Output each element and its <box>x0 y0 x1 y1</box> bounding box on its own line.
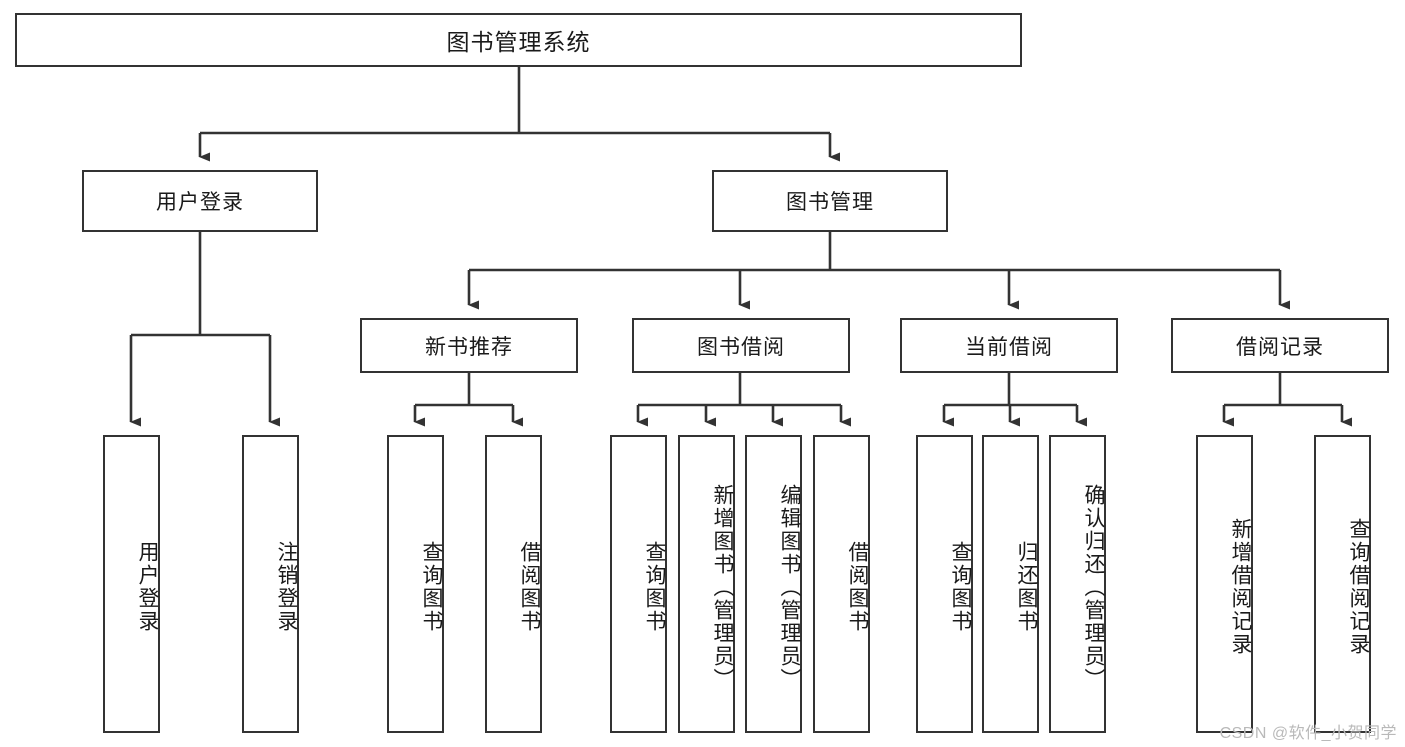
node-label: 注销登录 <box>275 541 298 633</box>
node-leaf-add-borrow-record[interactable]: 新增借阅记录 <box>1196 435 1253 733</box>
node-borrow-record[interactable]: 借阅记录 <box>1171 318 1389 373</box>
node-label: 确认归还（管理员） <box>1082 483 1105 691</box>
node-leaf-borrow-book[interactable]: 借阅图书 <box>813 435 870 733</box>
csdn-watermark: CSDN @软件_小贺同学 <box>1219 725 1397 742</box>
node-leaf-logout-login[interactable]: 注销登录 <box>242 435 299 733</box>
node-label: 新增图书（管理员） <box>711 483 734 691</box>
node-user-login[interactable]: 用户登录 <box>82 170 318 232</box>
node-label: 查询借阅记录 <box>1347 518 1370 656</box>
node-leaf-edit-book[interactable]: 编辑图书（管理员） <box>745 435 802 733</box>
node-current-borrow[interactable]: 当前借阅 <box>900 318 1118 373</box>
node-label: 编辑图书（管理员） <box>778 483 801 691</box>
node-book-borrow[interactable]: 图书借阅 <box>632 318 850 373</box>
node-leaf-user-login[interactable]: 用户登录 <box>103 435 160 733</box>
node-label: 归还图书 <box>1015 541 1038 633</box>
node-label: 图书管理系统 <box>446 29 591 55</box>
node-label: 借阅记录 <box>1236 335 1324 359</box>
node-label: 用户登录 <box>136 541 159 633</box>
node-label: 当前借阅 <box>965 335 1053 359</box>
node-label: 新书推荐 <box>425 335 513 359</box>
node-label: 新增借阅记录 <box>1229 518 1252 656</box>
node-label: 图书管理 <box>786 191 874 214</box>
node-label: 查询图书 <box>643 541 666 633</box>
node-leaf-confirm-return[interactable]: 确认归还（管理员） <box>1049 435 1106 733</box>
node-label: 借阅图书 <box>518 541 541 633</box>
node-leaf-borrow-book-recommend[interactable]: 借阅图书 <box>485 435 542 733</box>
node-label: 图书借阅 <box>697 335 785 359</box>
node-label: 查询图书 <box>949 541 972 633</box>
node-label: 查询图书 <box>420 541 443 633</box>
node-leaf-add-book[interactable]: 新增图书（管理员） <box>678 435 735 733</box>
node-label: 用户登录 <box>156 191 244 214</box>
node-label: 借阅图书 <box>846 541 869 633</box>
node-leaf-query-book-borrow[interactable]: 查询图书 <box>610 435 667 733</box>
node-leaf-query-borrow-record[interactable]: 查询借阅记录 <box>1314 435 1371 733</box>
node-new-book-recommend[interactable]: 新书推荐 <box>360 318 578 373</box>
node-root-system[interactable]: 图书管理系统 <box>15 13 1022 67</box>
node-book-management[interactable]: 图书管理 <box>712 170 948 232</box>
node-leaf-return-book[interactable]: 归还图书 <box>982 435 1039 733</box>
node-leaf-query-book-current[interactable]: 查询图书 <box>916 435 973 733</box>
node-leaf-query-book-recommend[interactable]: 查询图书 <box>387 435 444 733</box>
